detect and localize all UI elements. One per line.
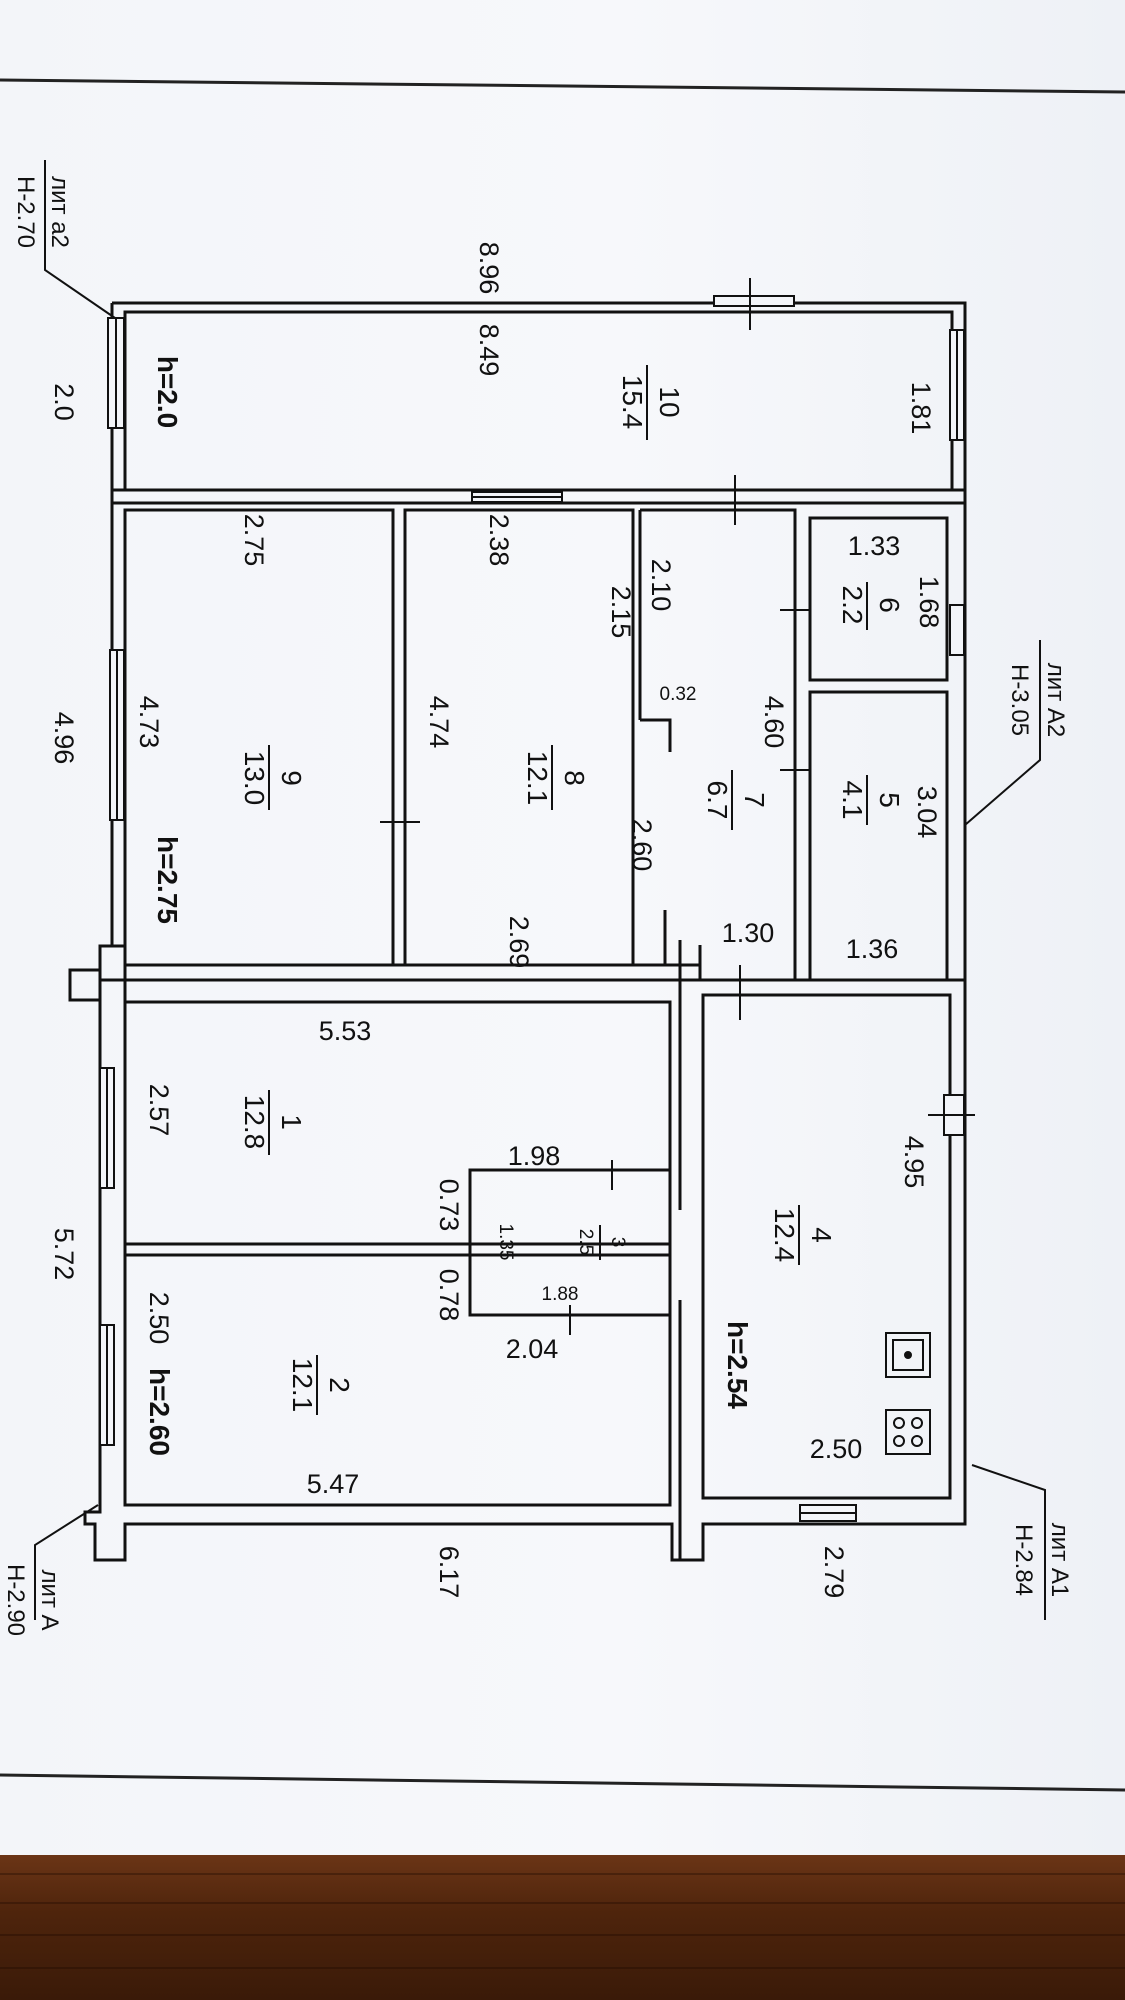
- room-2-height: h=2.60: [144, 1368, 175, 1456]
- room-9-height: h=2.75: [152, 836, 183, 924]
- room-1-area: 12.8: [239, 1095, 270, 1150]
- room-8-area: 12.1: [522, 751, 553, 806]
- room-10-dim: 1.81: [906, 382, 936, 435]
- room-9-number: 9: [276, 770, 307, 786]
- door-marks: [380, 278, 975, 1335]
- page-frame: [0, 78, 1125, 1792]
- paper-sheet: [0, 0, 1125, 1855]
- room-4-area: 12.4: [769, 1208, 800, 1263]
- room-3-dim: 1.98: [508, 1141, 561, 1171]
- room-4-number: 4: [806, 1227, 837, 1243]
- dim-bottom-a1: 2.79: [819, 1546, 849, 1599]
- room-5-dim: 1.36: [846, 934, 899, 964]
- room-2-dim: 2.50: [144, 1292, 174, 1345]
- room-2-area: 12.1: [287, 1358, 318, 1413]
- room-2-dim: 5.47: [307, 1469, 360, 1499]
- lit-A-name: лит А: [36, 1569, 63, 1630]
- room-8-dim: 2.38: [484, 514, 514, 567]
- lit-A2-height: Н-3.05: [1006, 664, 1033, 736]
- lit-A1-name: лит А1: [1046, 1523, 1073, 1597]
- room-6-dim: 1.33: [848, 531, 901, 561]
- room-1-number: 1: [276, 1114, 307, 1130]
- room-6-number: 6: [874, 597, 905, 613]
- room-7-dim: 4.60: [759, 696, 789, 749]
- room-7-area: 6.7: [702, 781, 733, 820]
- room-10-dim: 8.49: [474, 324, 504, 377]
- lit-a2-name: лит а2: [46, 176, 73, 248]
- room-3-area: 2.5: [575, 1229, 596, 1255]
- room-1-dim: 0.73: [434, 1179, 464, 1232]
- room-9-dim: 4.73: [134, 696, 164, 749]
- sink-icon: [885, 1332, 931, 1378]
- room-1-dim: 2.57: [144, 1084, 174, 1137]
- room-7-dim: 1.30: [722, 918, 775, 948]
- room-7-dim: 0.32: [660, 684, 697, 705]
- room-9-area: 13.0: [239, 751, 270, 806]
- room-4-dim: 2.04: [506, 1334, 559, 1364]
- dim-left-a2: 2.0: [49, 383, 79, 421]
- room-3-number: 3: [607, 1237, 628, 1248]
- lit-A-height: Н-2.90: [2, 1564, 29, 1636]
- room-5-number: 5: [874, 792, 905, 808]
- room-6-dim: 1.68: [914, 576, 944, 629]
- room-3-dim: 1.88: [542, 1284, 579, 1305]
- dim-left-upper: 4.96: [49, 712, 79, 765]
- room-6-area: 2.2: [837, 586, 868, 625]
- lit-A1-height: Н-2.84: [1010, 1524, 1037, 1596]
- lit-a2-height: Н-2.70: [12, 176, 39, 248]
- room-4-height: h=2.54: [722, 1321, 753, 1409]
- room-7-number: 7: [739, 792, 770, 808]
- room-10-height: h=2.0: [152, 356, 183, 428]
- room-2-dim: 0.78: [434, 1269, 464, 1322]
- room-5-dim: 3.04: [912, 786, 942, 839]
- room-2-number: 2: [324, 1377, 355, 1393]
- room-9-dim: 2.75: [239, 514, 269, 567]
- lit-leaders: [34, 160, 1046, 1620]
- room-5-area: 4.1: [837, 781, 868, 820]
- dim-top: 8.96: [474, 242, 504, 295]
- room-8-number: 8: [559, 770, 590, 786]
- room-7-dim: 2.10: [646, 559, 676, 612]
- room-4-dim: 4.95: [899, 1136, 929, 1189]
- stove-icon: [885, 1409, 931, 1455]
- dim-left-lower: 5.72: [49, 1228, 79, 1281]
- room-7-dim: 2.60: [627, 819, 657, 872]
- lit-A2-name: лит А2: [1042, 663, 1069, 737]
- room-8-dim: 2.69: [504, 916, 534, 969]
- desk-surface: [0, 1855, 1125, 2000]
- room-3-dim: 1.35: [495, 1224, 516, 1261]
- windows: [99, 295, 965, 1522]
- room-10-area: 15.4: [617, 375, 648, 430]
- room-4-dim: 2.50: [810, 1434, 863, 1464]
- dim-bottom-a: 6.17: [434, 1546, 464, 1599]
- room-8-dim: 4.74: [424, 696, 454, 749]
- room-10-number: 10: [654, 386, 685, 417]
- room-7-dim: 2.15: [606, 586, 636, 639]
- room-1-dim: 5.53: [319, 1016, 372, 1046]
